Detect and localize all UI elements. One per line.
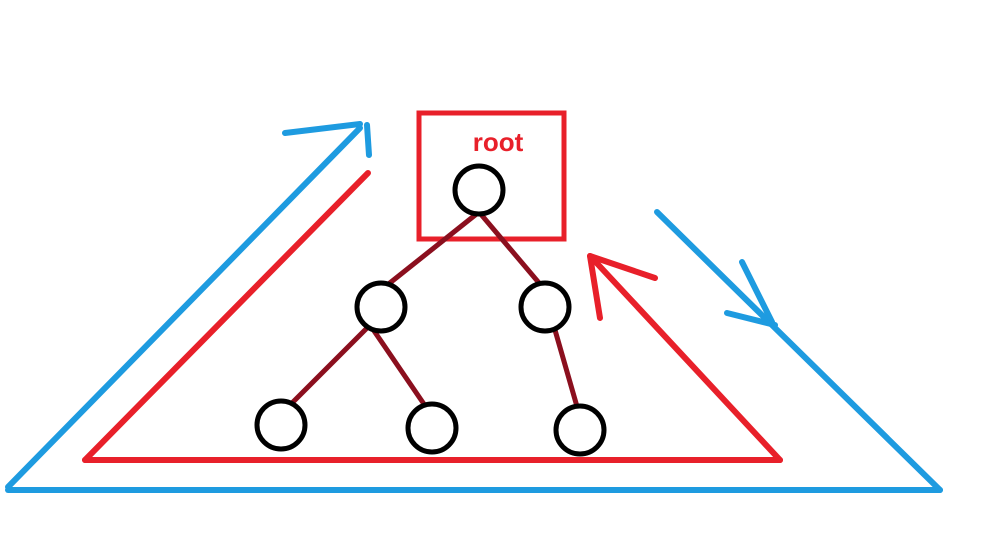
root-label: root (473, 127, 524, 157)
node-root (452, 163, 506, 217)
blue-traversal-path (5, 121, 943, 493)
red-left-line (82, 170, 371, 463)
red-arrowhead-a (587, 253, 603, 321)
edge-left-leftleft (282, 322, 373, 413)
red-right-line (589, 255, 783, 463)
edge-root-left (378, 209, 482, 293)
node-right (518, 280, 572, 334)
blue-arrowhead-up-a (282, 121, 363, 136)
edge-left-leftright (367, 322, 431, 413)
red-arrowhead-b (587, 253, 658, 281)
root-box (416, 110, 567, 242)
node-left (354, 280, 408, 334)
blue-arrowhead-down-b (724, 310, 778, 328)
blue-right-line (654, 209, 943, 493)
blue-arrowhead-down-a (739, 259, 775, 325)
blue-arrowhead-up-b (364, 122, 372, 158)
edge-root-right (476, 209, 548, 293)
red-subtree-path (82, 170, 783, 463)
node-right-child (553, 403, 607, 457)
tree-edges (282, 209, 581, 413)
node-left-left (254, 398, 308, 452)
edge-right-child (552, 327, 581, 413)
blue-left-line (5, 125, 363, 490)
tree-nodes (254, 163, 607, 457)
node-left-right (405, 401, 459, 455)
